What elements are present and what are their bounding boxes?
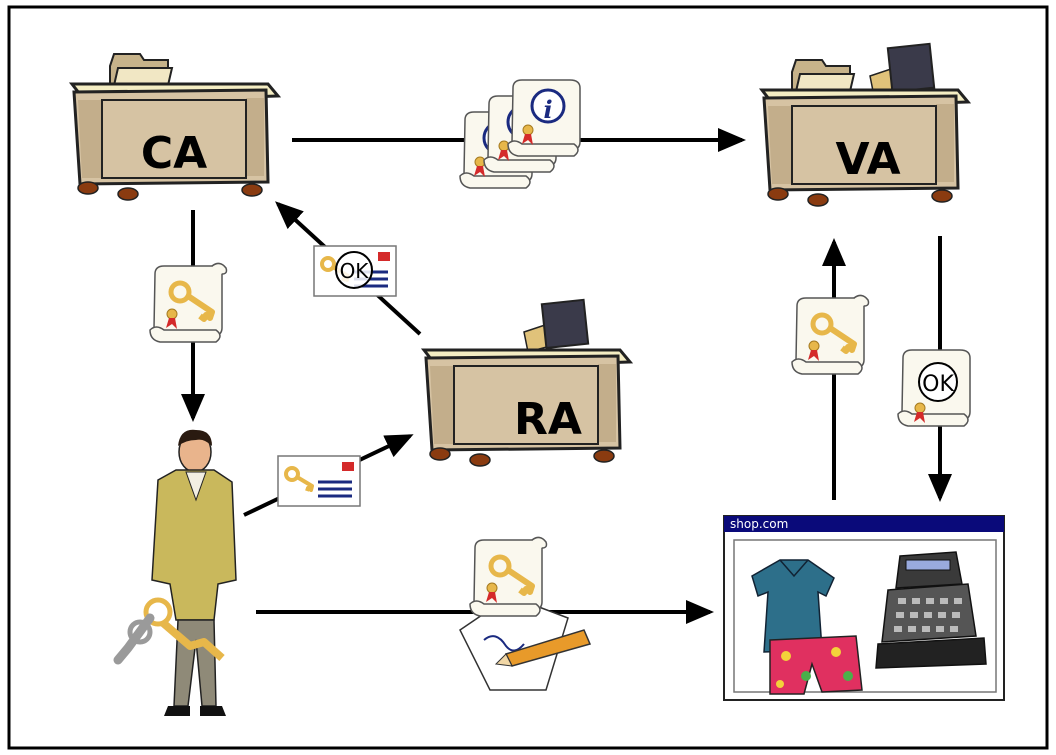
certificate-key-icon [792,295,869,374]
ok-stamp-icon [918,362,958,402]
keys-icon [113,597,225,665]
certificate-key-icon [150,263,227,342]
ok-certificate-icon: OK [897,349,971,427]
ok-certificate-label: OK [922,372,954,397]
shirt-icon [751,559,835,653]
signature-icon [483,635,525,652]
shop-window: shop.com [723,515,1005,701]
va-label: VA [835,134,900,185]
ra-label: RA [514,394,582,445]
va-node: VA [760,42,970,208]
shorts-icon [769,635,863,695]
shop-window-titlebar [724,516,1004,532]
ca-node: CA [70,53,280,202]
ok-stamp-icon [335,251,373,289]
shop-window-title: shop.com [730,517,788,531]
ok-envelope-label: OK [340,259,370,283]
ra-node: RA [422,298,632,468]
pencil-icon [494,629,592,667]
certificate-stack-icon: i [458,78,582,190]
ca-label: CA [141,128,207,179]
request-envelope-icon [276,454,362,508]
ok-envelope-icon: OK [312,244,398,298]
certificate-key-icon [470,537,547,616]
signed-certificate-icon [459,537,592,691]
info-icon: i [543,95,552,124]
cash-register-icon [875,551,987,669]
user-person-icon [113,429,237,716]
